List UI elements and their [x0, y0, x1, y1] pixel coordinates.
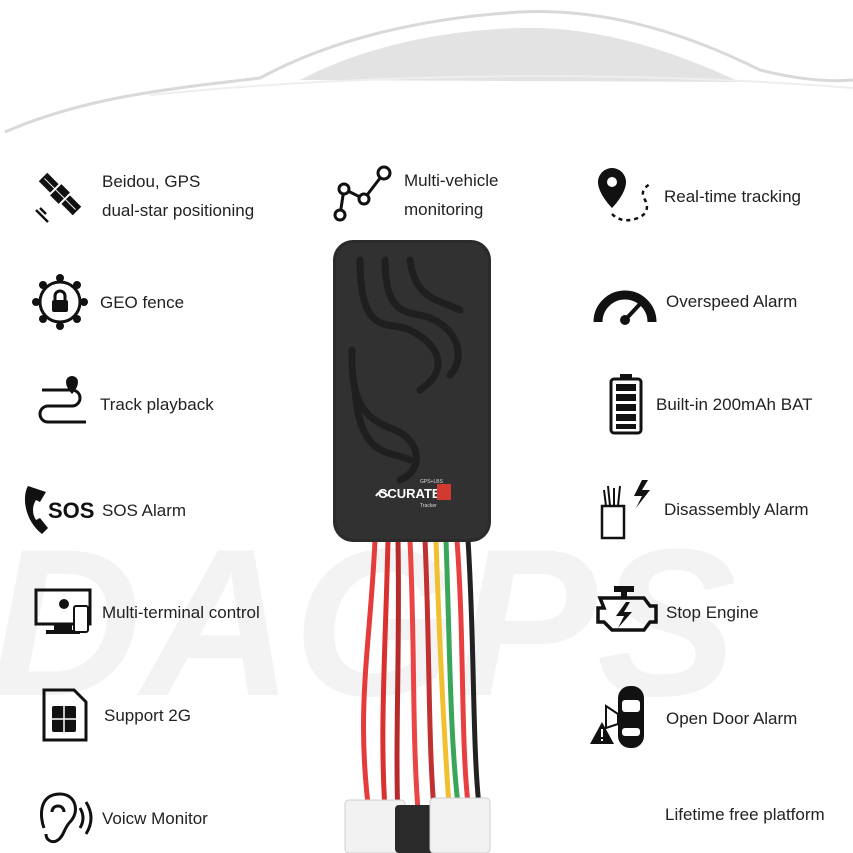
svg-text:Tracker: Tracker	[420, 503, 437, 509]
engine-icon	[596, 586, 658, 632]
car-door-warning-icon	[590, 686, 644, 748]
feature-support-2g: Support 2G	[40, 686, 191, 744]
feature-label: Stop Engine	[666, 602, 759, 622]
feature-label: Disassembly Alarm	[664, 499, 809, 519]
feature-beidou-gps: Beidou, GPS dual-star positioning	[30, 166, 254, 226]
feature-geo-fence: GEO fence	[28, 270, 184, 334]
svg-text:GPS+LBS: GPS+LBS	[420, 479, 444, 485]
sim-card-icon	[42, 688, 88, 742]
feature-label: SOS Alarm	[102, 500, 187, 520]
battery-icon	[609, 374, 643, 435]
geo-fence-icon	[32, 274, 88, 330]
feature-lifetime-platform: Lifetime free platform	[657, 800, 825, 829]
speedometer-icon	[593, 290, 657, 325]
feature-battery: Built-in 200mAh BAT	[606, 372, 813, 436]
satellite-icon	[35, 172, 82, 223]
feature-label: Built-in 200mAh BAT	[656, 394, 813, 414]
feature-stop-engine: Stop Engine	[588, 582, 759, 642]
feature-label-line2: monitoring	[404, 200, 484, 219]
route-nodes-icon	[333, 165, 392, 222]
feature-disassembly-alarm: Disassembly Alarm	[596, 476, 809, 542]
feature-label: Voicw Monitor	[102, 808, 208, 828]
feature-overspeed-alarm: Overspeed Alarm	[592, 274, 797, 328]
feature-multi-vehicle: Multi-vehicle monitoring	[330, 163, 498, 227]
feature-multi-terminal: Multi-terminal control	[34, 584, 260, 640]
feature-label: Support 2G	[104, 705, 191, 725]
multi-terminal-icon	[34, 588, 92, 634]
feature-label: GEO fence	[100, 292, 185, 312]
feature-label: Overspeed Alarm	[666, 291, 798, 311]
track-playback-icon	[38, 376, 86, 424]
feature-track-playback: Track playback	[36, 376, 214, 432]
ear-icon	[40, 792, 93, 844]
feature-voice-monitor: Voicw Monitor	[34, 788, 208, 848]
feature-label-line1: Multi-vehicle	[404, 171, 499, 190]
feature-open-door-alarm: Open Door Alarm	[588, 684, 797, 752]
wires-spark-icon	[600, 480, 650, 540]
feature-label: Lifetime free platform	[665, 805, 825, 824]
location-pin-icon	[598, 168, 651, 222]
sos-phone-icon: SOS	[24, 486, 94, 534]
gps-tracker-device: CCURATE GPS+LBS Tracker	[333, 240, 491, 853]
feature-label: Real-time tracking	[664, 186, 801, 206]
feature-label-line2: dual-star positioning	[102, 201, 255, 220]
car-silhouette	[4, 10, 853, 134]
feature-label: Multi-terminal control	[102, 602, 260, 622]
feature-label: Open Door Alarm	[666, 708, 798, 728]
feature-label: Track playback	[100, 394, 214, 414]
svg-text:SOS: SOS	[48, 498, 94, 523]
feature-label-line1: Beidou, GPS	[102, 172, 201, 191]
feature-sos-alarm: SOS SOS Alarm	[22, 480, 186, 540]
feature-real-time-tracking: Real-time tracking	[594, 164, 801, 228]
svg-text:CCURATE: CCURATE	[378, 486, 441, 501]
